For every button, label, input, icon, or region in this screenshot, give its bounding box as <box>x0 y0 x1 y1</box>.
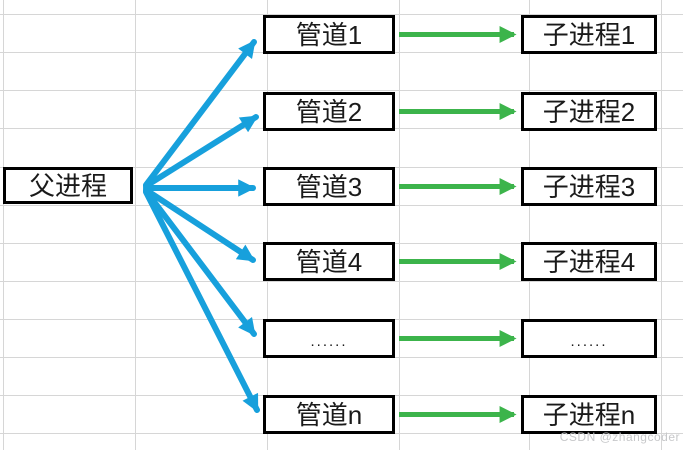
pipe-label: 管道4 <box>295 246 363 277</box>
pipe-box-2[interactable]: 管道2 <box>263 92 395 131</box>
pipe-box-ellipsis[interactable]: ...... <box>263 319 395 358</box>
child-process-box-n[interactable]: 子进程n <box>521 395 657 434</box>
parent-process-box[interactable]: 父进程 <box>3 167 133 204</box>
child-process-label: 子进程2 <box>542 96 636 127</box>
pipe-label: 管道3 <box>295 171 363 202</box>
parent-process-label: 父进程 <box>28 170 107 201</box>
parent-to-pipe-arrow-5[interactable] <box>143 188 257 337</box>
child-process-box-3[interactable]: 子进程3 <box>521 167 657 206</box>
child-process-label: 子进程n <box>542 399 636 430</box>
parent-to-pipe-arrows <box>143 39 260 413</box>
parent-to-pipe-arrow-6[interactable] <box>143 189 260 413</box>
child-process-label: 子进程4 <box>542 246 636 277</box>
pipe-box-4[interactable]: 管道4 <box>263 242 395 281</box>
pipe-to-child-arrows <box>399 25 517 424</box>
pipe-box-1[interactable]: 管道1 <box>263 15 395 54</box>
pipe-label: 管道2 <box>295 96 363 127</box>
parent-to-pipe-arrow-4[interactable] <box>143 187 256 263</box>
pipe-label: 管道n <box>295 399 363 430</box>
child-process-label: 子进程1 <box>542 19 636 50</box>
child-process-box-ellipsis[interactable]: ...... <box>521 319 657 358</box>
pipe-box-n[interactable]: 管道n <box>263 395 395 434</box>
pipe-label: 管道1 <box>295 19 363 50</box>
watermark: CSDN @zhangcoder <box>559 430 680 444</box>
child-process-box-4[interactable]: 子进程4 <box>521 242 657 281</box>
pipe-label: ...... <box>310 333 348 350</box>
child-process-box-1[interactable]: 子进程1 <box>521 15 657 54</box>
parent-to-pipe-arrow-2[interactable] <box>143 114 259 189</box>
parent-to-pipe-arrow-1[interactable] <box>143 39 257 188</box>
pipe-box-3[interactable]: 管道3 <box>263 167 395 206</box>
child-process-box-2[interactable]: 子进程2 <box>521 92 657 131</box>
child-process-label: ...... <box>570 333 608 350</box>
child-process-label: 子进程3 <box>542 171 636 202</box>
